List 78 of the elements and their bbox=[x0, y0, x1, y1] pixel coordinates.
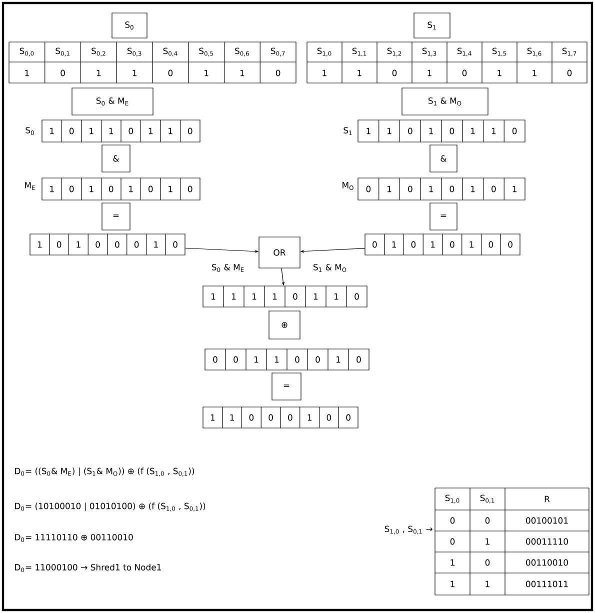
operator-box: & bbox=[102, 144, 130, 172]
table-cell: 1 bbox=[486, 538, 490, 545]
table-cell: S$_{0,7}$ bbox=[270, 48, 285, 56]
table-cell: S$_{0,2}$ bbox=[92, 48, 106, 56]
table-cell: S$_{0,5}$ bbox=[199, 48, 213, 56]
bit-row: 0 1 0 1 0 1 0 1 bbox=[358, 178, 526, 200]
bit-row: 1 1 0 1 0 1 1 0 bbox=[358, 120, 526, 142]
table-cell: 1 bbox=[25, 70, 29, 76]
bit-row: 1 1 0 0 0 1 0 0 bbox=[202, 406, 358, 428]
table-cell: 1 bbox=[322, 70, 326, 76]
row-label: M$_{E}$ bbox=[25, 182, 35, 190]
table-cell: S$_{1,5}$ bbox=[492, 48, 506, 56]
table-cell: 1 bbox=[358, 70, 362, 76]
row-label: S$_{1}$ bbox=[344, 127, 352, 135]
table-cell: 0 bbox=[485, 517, 490, 524]
table-cell: 1 bbox=[450, 559, 454, 566]
table-cell: 0 bbox=[60, 70, 65, 76]
operator-box: OR bbox=[258, 236, 300, 268]
edge-label: S$_{1}$ & M$_{O}$ bbox=[312, 263, 348, 274]
table-cell: 00110010 bbox=[526, 559, 568, 566]
table-cell: 1 bbox=[486, 580, 490, 588]
operator-box: ⊕ bbox=[268, 310, 300, 340]
formula-line: D$_{0}$= (10100010 | 01010100) ⊕ (f (S$_{1,0}$ , S$_{0,1}$)) bbox=[15, 502, 206, 512]
table-cell: S$_{0,1}$ bbox=[56, 48, 70, 56]
table-cell: S$_{1,6}$ bbox=[527, 48, 542, 56]
table-cell: S$_{0,1}$ bbox=[480, 494, 494, 504]
table-cell: 1 bbox=[532, 70, 536, 76]
table-cell: S$_{0,3}$ bbox=[127, 48, 142, 56]
operator-box: S$_{0}$ & M$_{E}$ bbox=[72, 88, 154, 116]
operator-box: = bbox=[102, 202, 130, 230]
table-cell: 0 bbox=[450, 538, 455, 545]
operator-box: S$_{0}$ bbox=[112, 12, 148, 38]
table-cell: 1 bbox=[204, 70, 208, 76]
table-cell: 0 bbox=[450, 517, 455, 524]
table-cell: 00100101 bbox=[526, 517, 568, 524]
bit-row: 1 0 1 0 0 0 1 0 bbox=[30, 234, 186, 256]
table-cell: S$_{0,0}$ bbox=[20, 48, 34, 56]
operator-box: = bbox=[430, 202, 458, 230]
table-cell: S$_{1,0}$ bbox=[317, 48, 332, 56]
table-cell: 1 bbox=[450, 580, 454, 588]
table-cell: 0 bbox=[168, 70, 173, 76]
table-cell: S$_{1,2}$ bbox=[387, 48, 402, 56]
row-label: S$_{0}$ bbox=[26, 127, 34, 135]
table-cell: S$_{0,6}$ bbox=[235, 48, 249, 56]
operator-box: = bbox=[272, 372, 302, 400]
bit-row: 1 1 1 1 0 1 1 0 bbox=[202, 286, 368, 308]
operator-box: & bbox=[430, 144, 458, 172]
table-cell: 1 bbox=[428, 70, 432, 76]
table-cell: S$_{1,4}$ bbox=[457, 48, 472, 56]
bit-row: 0 0 1 1 0 0 1 0 bbox=[204, 348, 370, 370]
table-cell: 0 bbox=[276, 70, 280, 76]
table-cell: 0 bbox=[462, 70, 467, 76]
formula-line: D$_{0}$= 11000100 → Shred1 to Node1 bbox=[15, 564, 161, 572]
operator-box: S$_{1}$ & M$_{O}$ bbox=[402, 88, 488, 116]
row-pointer: S$_{1,0}$ , S$_{0,1}$ → bbox=[384, 526, 432, 534]
bit-row: 0 1 0 1 0 1 0 0 bbox=[364, 234, 520, 256]
table-cell: 1 bbox=[240, 70, 244, 76]
table-cell: S$_{1,0}$ bbox=[445, 494, 460, 504]
operator-box: S$_{1}$ bbox=[414, 12, 450, 38]
formula-line: D$_{0}$= ((S$_{0}$& M$_{E}$) | (S$_{1}$& M$_{O}$)) ⊕ (f (S$_{1,0}$ , S$_{0,1}$)) bbox=[15, 468, 194, 476]
table-cell: 1 bbox=[498, 70, 502, 76]
formula-line: D$_{0}$= 11110110 ⊕ 00110010 bbox=[15, 534, 133, 542]
table-cell: 1 bbox=[132, 70, 136, 76]
table-cell: 00011110 bbox=[526, 538, 568, 545]
table-cell: 0 bbox=[392, 70, 397, 76]
row-label: M$_{O}$ bbox=[342, 182, 354, 190]
table-cell: 0 bbox=[567, 70, 572, 76]
table-cell: 1 bbox=[96, 70, 101, 76]
table-cell: S$_{1,3}$ bbox=[422, 48, 436, 56]
bit-row: 1 0 1 0 1 0 1 0 bbox=[42, 178, 200, 200]
table-cell: 00111011 bbox=[526, 580, 568, 588]
table-cell: 0 bbox=[485, 559, 490, 566]
bit-row: 1 0 1 1 0 1 1 0 bbox=[42, 120, 200, 142]
table-cell: S$_{1,7}$ bbox=[562, 48, 576, 56]
table-cell: S$_{0,4}$ bbox=[163, 48, 178, 56]
table-cell: S$_{1,1}$ bbox=[352, 48, 366, 56]
table-cell: R bbox=[544, 496, 550, 502]
edge-label: S$_{0}$ & M$_{E}$ bbox=[210, 263, 246, 274]
